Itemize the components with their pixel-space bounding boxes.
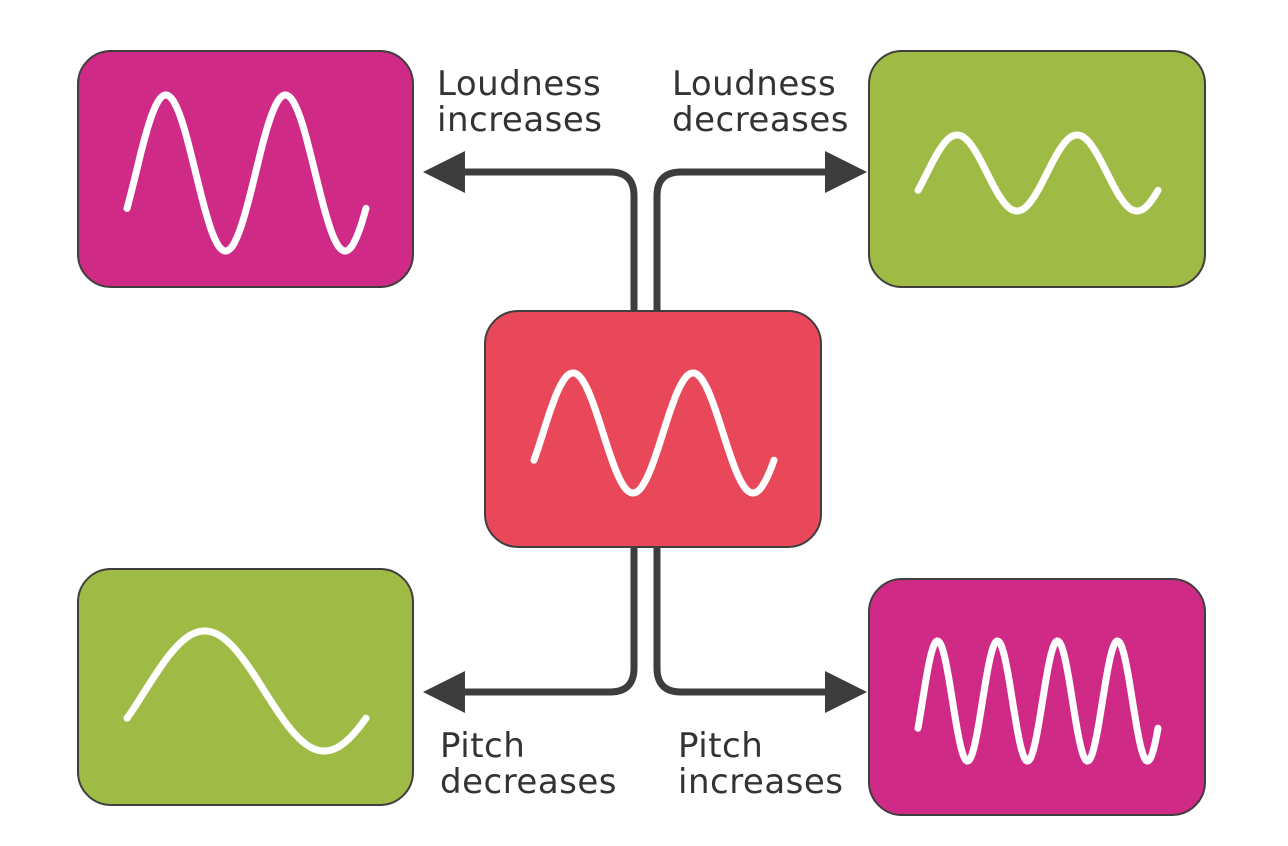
box-original-wave (484, 310, 822, 548)
label-loudness-decreases: Loudness decreases (672, 64, 850, 140)
sine-wave-icon (123, 91, 370, 255)
sine-wave-icon (914, 637, 1162, 765)
wave-line (530, 369, 778, 497)
wave-line (123, 91, 370, 255)
wave-line (123, 627, 370, 755)
box-low-pitch-wave (77, 568, 414, 806)
sine-wave-icon (123, 627, 370, 755)
box-loud-wave (77, 50, 414, 288)
box-quiet-wave (868, 50, 1206, 288)
wave-line (914, 637, 1162, 765)
box-high-pitch-wave (868, 578, 1206, 816)
label-pitch-decreases: Pitch decreases (440, 726, 618, 802)
arrow-loudness-increases (423, 151, 638, 312)
arrow-pitch-increases (653, 546, 867, 713)
sine-wave-icon (530, 369, 778, 497)
label-pitch-increases: Pitch increases (678, 726, 844, 802)
arrow-loudness-decreases (653, 151, 867, 312)
wave-line (914, 131, 1162, 215)
arrow-pitch-decreases (423, 546, 638, 713)
sine-wave-icon (914, 131, 1162, 215)
label-loudness-increases: Loudness increases (437, 64, 603, 140)
